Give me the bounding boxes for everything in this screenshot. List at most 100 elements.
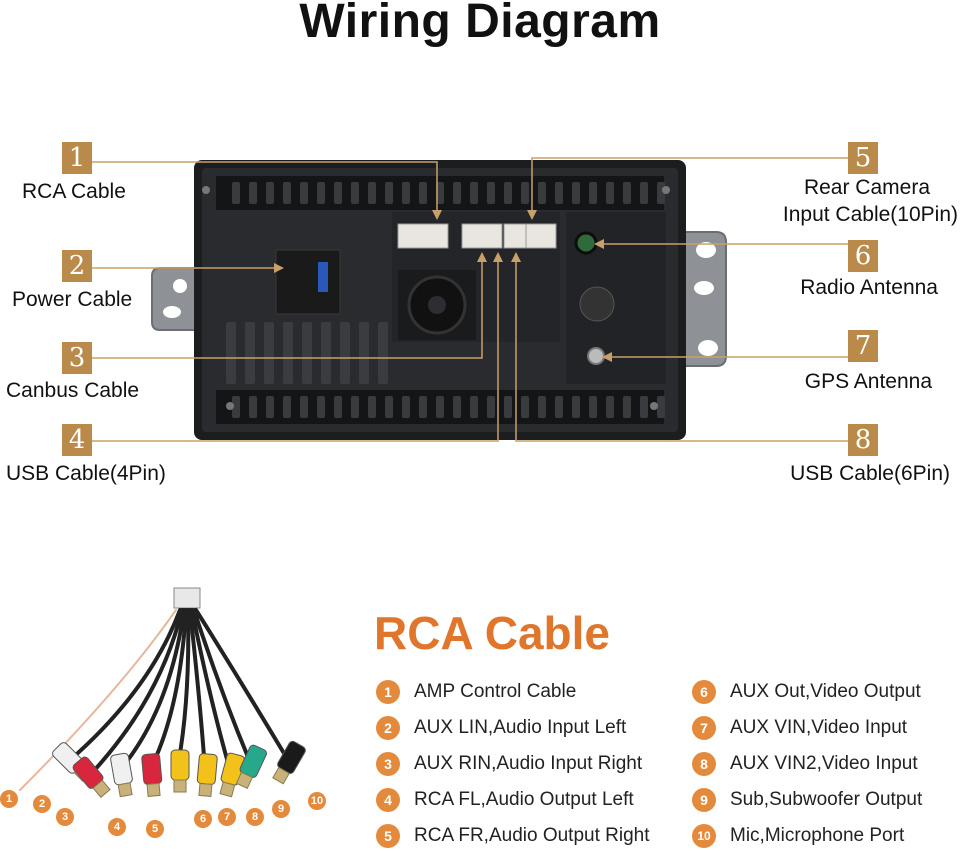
vent-slot: [589, 396, 597, 418]
vent-slot: [264, 322, 274, 384]
rca-plug-number: 8: [246, 808, 264, 826]
callout-5-label-line2: Input Cable(10Pin): [782, 203, 958, 226]
bracket-hole: [694, 281, 714, 295]
vent-slot: [470, 396, 478, 418]
connector-camera: [525, 223, 557, 249]
vent-slot: [640, 396, 648, 418]
vent-slot: [245, 322, 255, 384]
rca-legend-label: AMP Control Cable: [414, 681, 577, 702]
rca-legend-item: 5 RCA FR,Audio Output Right: [376, 824, 650, 848]
vent-slot: [302, 322, 312, 384]
rca-legend-number: 2: [376, 716, 400, 740]
rca-legend-label: Mic,Microphone Port: [730, 825, 905, 846]
vent-slot: [419, 396, 427, 418]
vent-slot: [453, 182, 461, 204]
rca-plug-number: 1: [0, 790, 18, 808]
vent-slot: [538, 396, 546, 418]
vent-slot: [572, 182, 580, 204]
vent-slot: [321, 322, 331, 384]
rca-legend-number: 4: [376, 788, 400, 812]
rca-legend-item: 7 AUX VIN,Video Input: [692, 716, 907, 740]
rca-legend-label: AUX VIN,Video Input: [730, 717, 908, 738]
rca-plug: [110, 752, 133, 798]
rca-legend-number: 9: [692, 788, 716, 812]
bracket-hole: [163, 306, 181, 318]
rca-plug-number: 2: [33, 795, 51, 813]
rca-legend-label: RCA FR,Audio Output Right: [414, 825, 650, 846]
vent-slot: [538, 182, 546, 204]
vent-slot: [436, 396, 444, 418]
right-bracket: [675, 231, 727, 367]
vent-slot: [555, 396, 563, 418]
callout-4-label: USB Cable(4Pin): [6, 462, 166, 485]
rca-plug-number: 4: [108, 818, 126, 836]
callout-7-number: 7: [848, 330, 878, 362]
vent-slot: [283, 396, 291, 418]
vent-slot: [368, 182, 376, 204]
vent-slot: [572, 396, 580, 418]
rca-legend-number: 10: [692, 824, 716, 848]
rca-legend-number: 6: [692, 680, 716, 704]
callout-3-number: 3: [62, 342, 92, 374]
rca-plug-number: 3: [56, 808, 74, 826]
vent-slot: [521, 396, 529, 418]
vent-slot: [340, 322, 350, 384]
vent-slot: [640, 182, 648, 204]
vent-slot: [504, 182, 512, 204]
rca-legend-number: 5: [376, 824, 400, 848]
callout-5-label-line1: Rear Camera: [803, 176, 930, 199]
callout-5-number: 5: [848, 142, 878, 174]
callout-1-label: RCA Cable: [22, 180, 126, 203]
vent-slot: [317, 396, 325, 418]
rca-plug-number: 10: [308, 792, 326, 810]
rca-legend-number: 7: [692, 716, 716, 740]
vent-slot: [300, 396, 308, 418]
vent-slot: [378, 322, 388, 384]
connector-power: [275, 249, 341, 315]
vent-slot: [453, 396, 461, 418]
rca-legend-label: AUX LIN,Audio Input Left: [414, 717, 627, 738]
vent-slot: [657, 396, 665, 418]
rca-harness-connector: [173, 587, 201, 609]
vent-slot: [402, 396, 410, 418]
rca-legend-item: 4 RCA FL,Audio Output Left: [376, 788, 634, 812]
vent-slot: [266, 182, 274, 204]
callout-2-number: 2: [62, 250, 92, 282]
rca-legend-label: AUX Out,Video Output: [730, 681, 921, 702]
rca-legend-label: AUX VIN2,Video Input: [730, 753, 918, 774]
rca-plug: [196, 753, 218, 797]
vent-slot: [266, 396, 274, 418]
vent-slot: [623, 396, 631, 418]
rca-legend-label: RCA FL,Audio Output Left: [414, 789, 634, 810]
vent-slot: [470, 182, 478, 204]
vent-slot: [351, 182, 359, 204]
rca-plug: [219, 752, 245, 798]
vent-slot: [606, 396, 614, 418]
vent-slot: [555, 182, 563, 204]
bracket-hole: [696, 242, 716, 258]
seal-label: [579, 286, 615, 322]
vent-slot: [487, 396, 495, 418]
vent-slot: [232, 396, 240, 418]
vent-slot: [436, 182, 444, 204]
vent-slot: [351, 396, 359, 418]
vent-slot: [334, 396, 342, 418]
vent-slot: [402, 182, 410, 204]
callout-2-label: Power Cable: [12, 288, 133, 311]
rca-section-title: RCA Cable: [374, 607, 610, 659]
callout-7-label: GPS Antenna: [804, 370, 932, 393]
vent-slot: [385, 182, 393, 204]
rca-plug-number: 6: [194, 810, 212, 828]
vent-slot: [232, 182, 240, 204]
callout-8-label: USB Cable(6Pin): [790, 462, 950, 485]
vent-slot: [589, 182, 597, 204]
rca-plug-number: 5: [146, 820, 164, 838]
rca-plug: [72, 756, 111, 798]
vent-slot: [283, 322, 293, 384]
vent-slot: [334, 182, 342, 204]
